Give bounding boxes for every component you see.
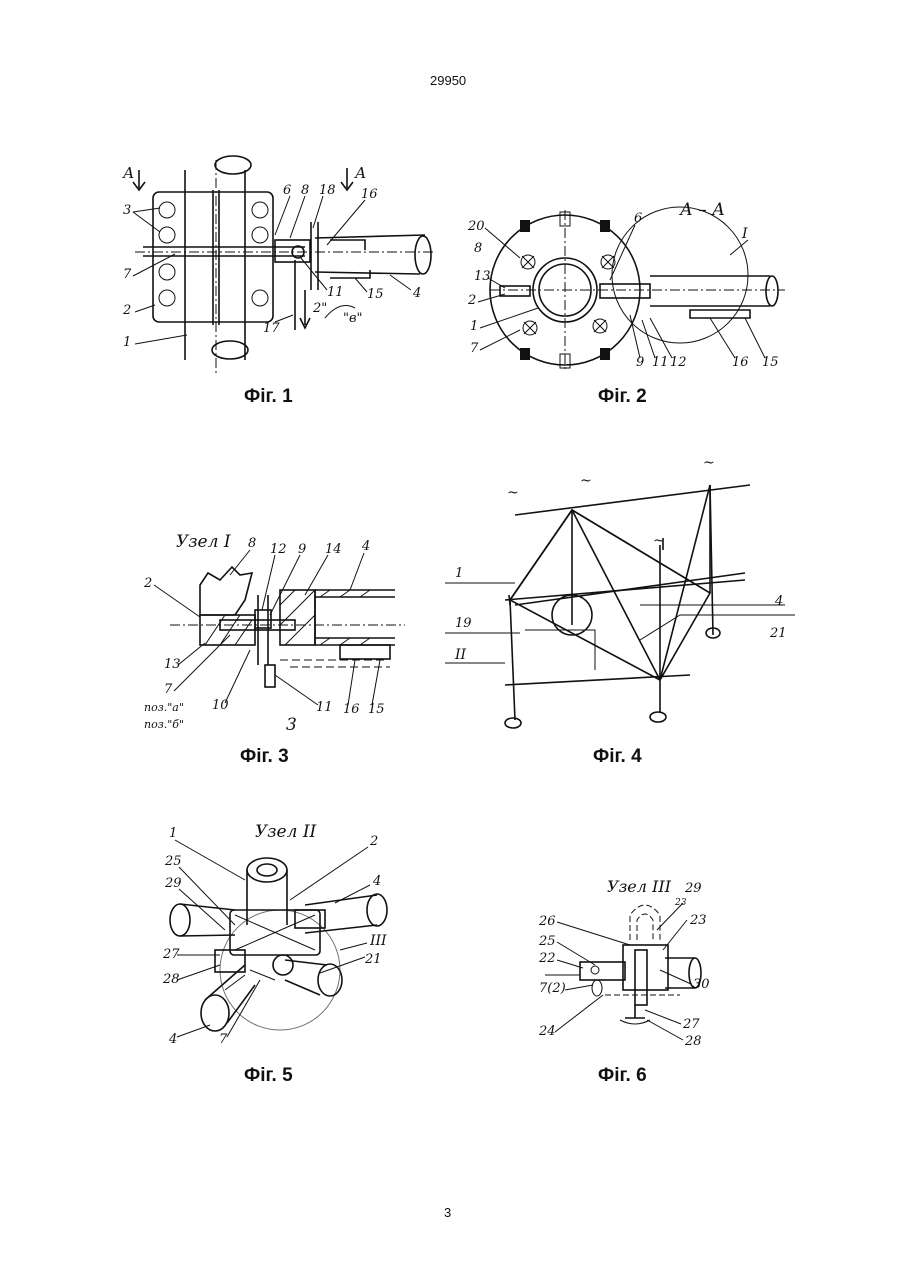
- svg-text:4: 4: [361, 539, 370, 554]
- svg-text:Узел ІІІ: Узел ІІІ: [607, 877, 672, 896]
- svg-text:20: 20: [467, 219, 485, 234]
- svg-text:12: 12: [270, 542, 287, 557]
- svg-text:Узел ІІ: Узел ІІ: [255, 822, 317, 842]
- svg-text:22: 22: [538, 951, 556, 966]
- patent-number: 29950: [430, 73, 466, 88]
- svg-text:6: 6: [283, 183, 291, 198]
- figure-5-drawing: Узел ІІ 1 2 25 29 4 ІІІ 21 27 28 4 7: [155, 815, 395, 1050]
- figure-6-drawing: Узел ІІІ 29 23 23 26 25 22 30 7(2) 27 24…: [535, 870, 735, 1050]
- svg-text:19: 19: [455, 616, 472, 631]
- svg-text:А: А: [354, 164, 366, 182]
- svg-text:2: 2: [122, 303, 131, 318]
- svg-text:А – А: А – А: [679, 200, 725, 220]
- svg-text:30: 30: [693, 977, 710, 992]
- svg-text:23: 23: [689, 913, 707, 928]
- svg-text:2": 2": [312, 301, 327, 316]
- svg-text:4: 4: [774, 594, 783, 609]
- svg-text:ІІ: ІІ: [454, 647, 467, 663]
- svg-text:3: 3: [286, 715, 297, 735]
- svg-text:9: 9: [298, 542, 306, 557]
- svg-text:ІІІ: ІІІ: [369, 933, 387, 949]
- svg-text:25: 25: [538, 934, 556, 949]
- figure-2-drawing: А – А І 6 20 8 13 2 1 7 911 1216 15: [460, 190, 790, 375]
- svg-text:15: 15: [367, 287, 384, 302]
- svg-text:11: 11: [327, 285, 344, 300]
- figure-1-caption: Фіг. 1: [244, 386, 293, 408]
- svg-text:поз."б": поз."б": [144, 718, 184, 731]
- svg-text:~: ~: [703, 455, 715, 471]
- svg-text:4: 4: [412, 286, 421, 301]
- svg-text:25: 25: [164, 854, 182, 869]
- svg-text:2: 2: [143, 576, 152, 591]
- figure-4-caption: Фіг. 4: [593, 746, 642, 768]
- svg-text:2: 2: [467, 293, 476, 308]
- svg-text:14: 14: [325, 542, 342, 557]
- figure-4-drawing: ~ ~ ~ ~ 1 19 ІІ 4 21: [445, 455, 800, 740]
- svg-text:17: 17: [263, 321, 280, 336]
- figure-3-caption: Фіг. 3: [240, 746, 289, 768]
- svg-text:21: 21: [364, 952, 382, 967]
- svg-text:~: ~: [507, 485, 519, 501]
- svg-text:1: 1: [470, 319, 478, 334]
- svg-text:2: 2: [369, 834, 378, 849]
- svg-text:А: А: [122, 164, 134, 182]
- svg-text:7: 7: [123, 267, 132, 282]
- svg-text:7: 7: [164, 682, 173, 697]
- svg-text:1: 1: [123, 335, 131, 350]
- svg-text:7: 7: [219, 1032, 228, 1047]
- svg-text:1: 1: [455, 566, 463, 581]
- svg-text:3: 3: [123, 203, 131, 218]
- svg-text:24: 24: [538, 1024, 556, 1039]
- svg-text:~: ~: [653, 533, 665, 549]
- svg-text:Узел І: Узел І: [176, 532, 231, 552]
- svg-text:7: 7: [470, 341, 479, 356]
- svg-text:8: 8: [248, 536, 256, 551]
- svg-text:16: 16: [361, 187, 378, 202]
- svg-text:~: ~: [580, 473, 592, 489]
- svg-text:4: 4: [372, 874, 381, 889]
- svg-text:15: 15: [368, 702, 385, 717]
- svg-text:11: 11: [316, 700, 333, 715]
- figure-6-caption: Фіг. 6: [598, 1065, 647, 1087]
- svg-text:"в": "в": [343, 311, 363, 326]
- svg-text:6: 6: [634, 211, 642, 226]
- page-number: 3: [444, 1205, 451, 1220]
- figure-5-caption: Фіг. 5: [244, 1065, 293, 1087]
- svg-text:4: 4: [168, 1032, 177, 1047]
- svg-text:8: 8: [474, 241, 482, 256]
- svg-text:12: 12: [670, 355, 687, 370]
- svg-text:7(2): 7(2): [539, 981, 566, 996]
- svg-text:27: 27: [682, 1017, 700, 1032]
- figure-1-drawing: А А 3 68 18 16 7 2 1 11 2" "в" 15 4 17: [115, 150, 445, 380]
- svg-text:26: 26: [538, 914, 556, 929]
- figure-3-drawing: Узел І 2 812 914 4 13 7 поз."а" поз."б" …: [140, 525, 410, 740]
- svg-text:23: 23: [674, 898, 687, 908]
- figure-2-caption: Фіг. 2: [598, 386, 647, 408]
- svg-text:8: 8: [301, 183, 309, 198]
- svg-text:І: І: [741, 226, 748, 242]
- svg-text:29: 29: [164, 876, 182, 891]
- svg-text:13: 13: [474, 269, 491, 284]
- svg-text:18: 18: [319, 183, 336, 198]
- svg-text:28: 28: [684, 1034, 702, 1049]
- svg-text:29: 29: [684, 881, 702, 896]
- svg-text:поз."а": поз."а": [144, 701, 184, 714]
- svg-text:21: 21: [769, 626, 787, 641]
- svg-text:28: 28: [162, 972, 180, 987]
- svg-text:1: 1: [169, 826, 177, 841]
- svg-text:16: 16: [343, 702, 360, 717]
